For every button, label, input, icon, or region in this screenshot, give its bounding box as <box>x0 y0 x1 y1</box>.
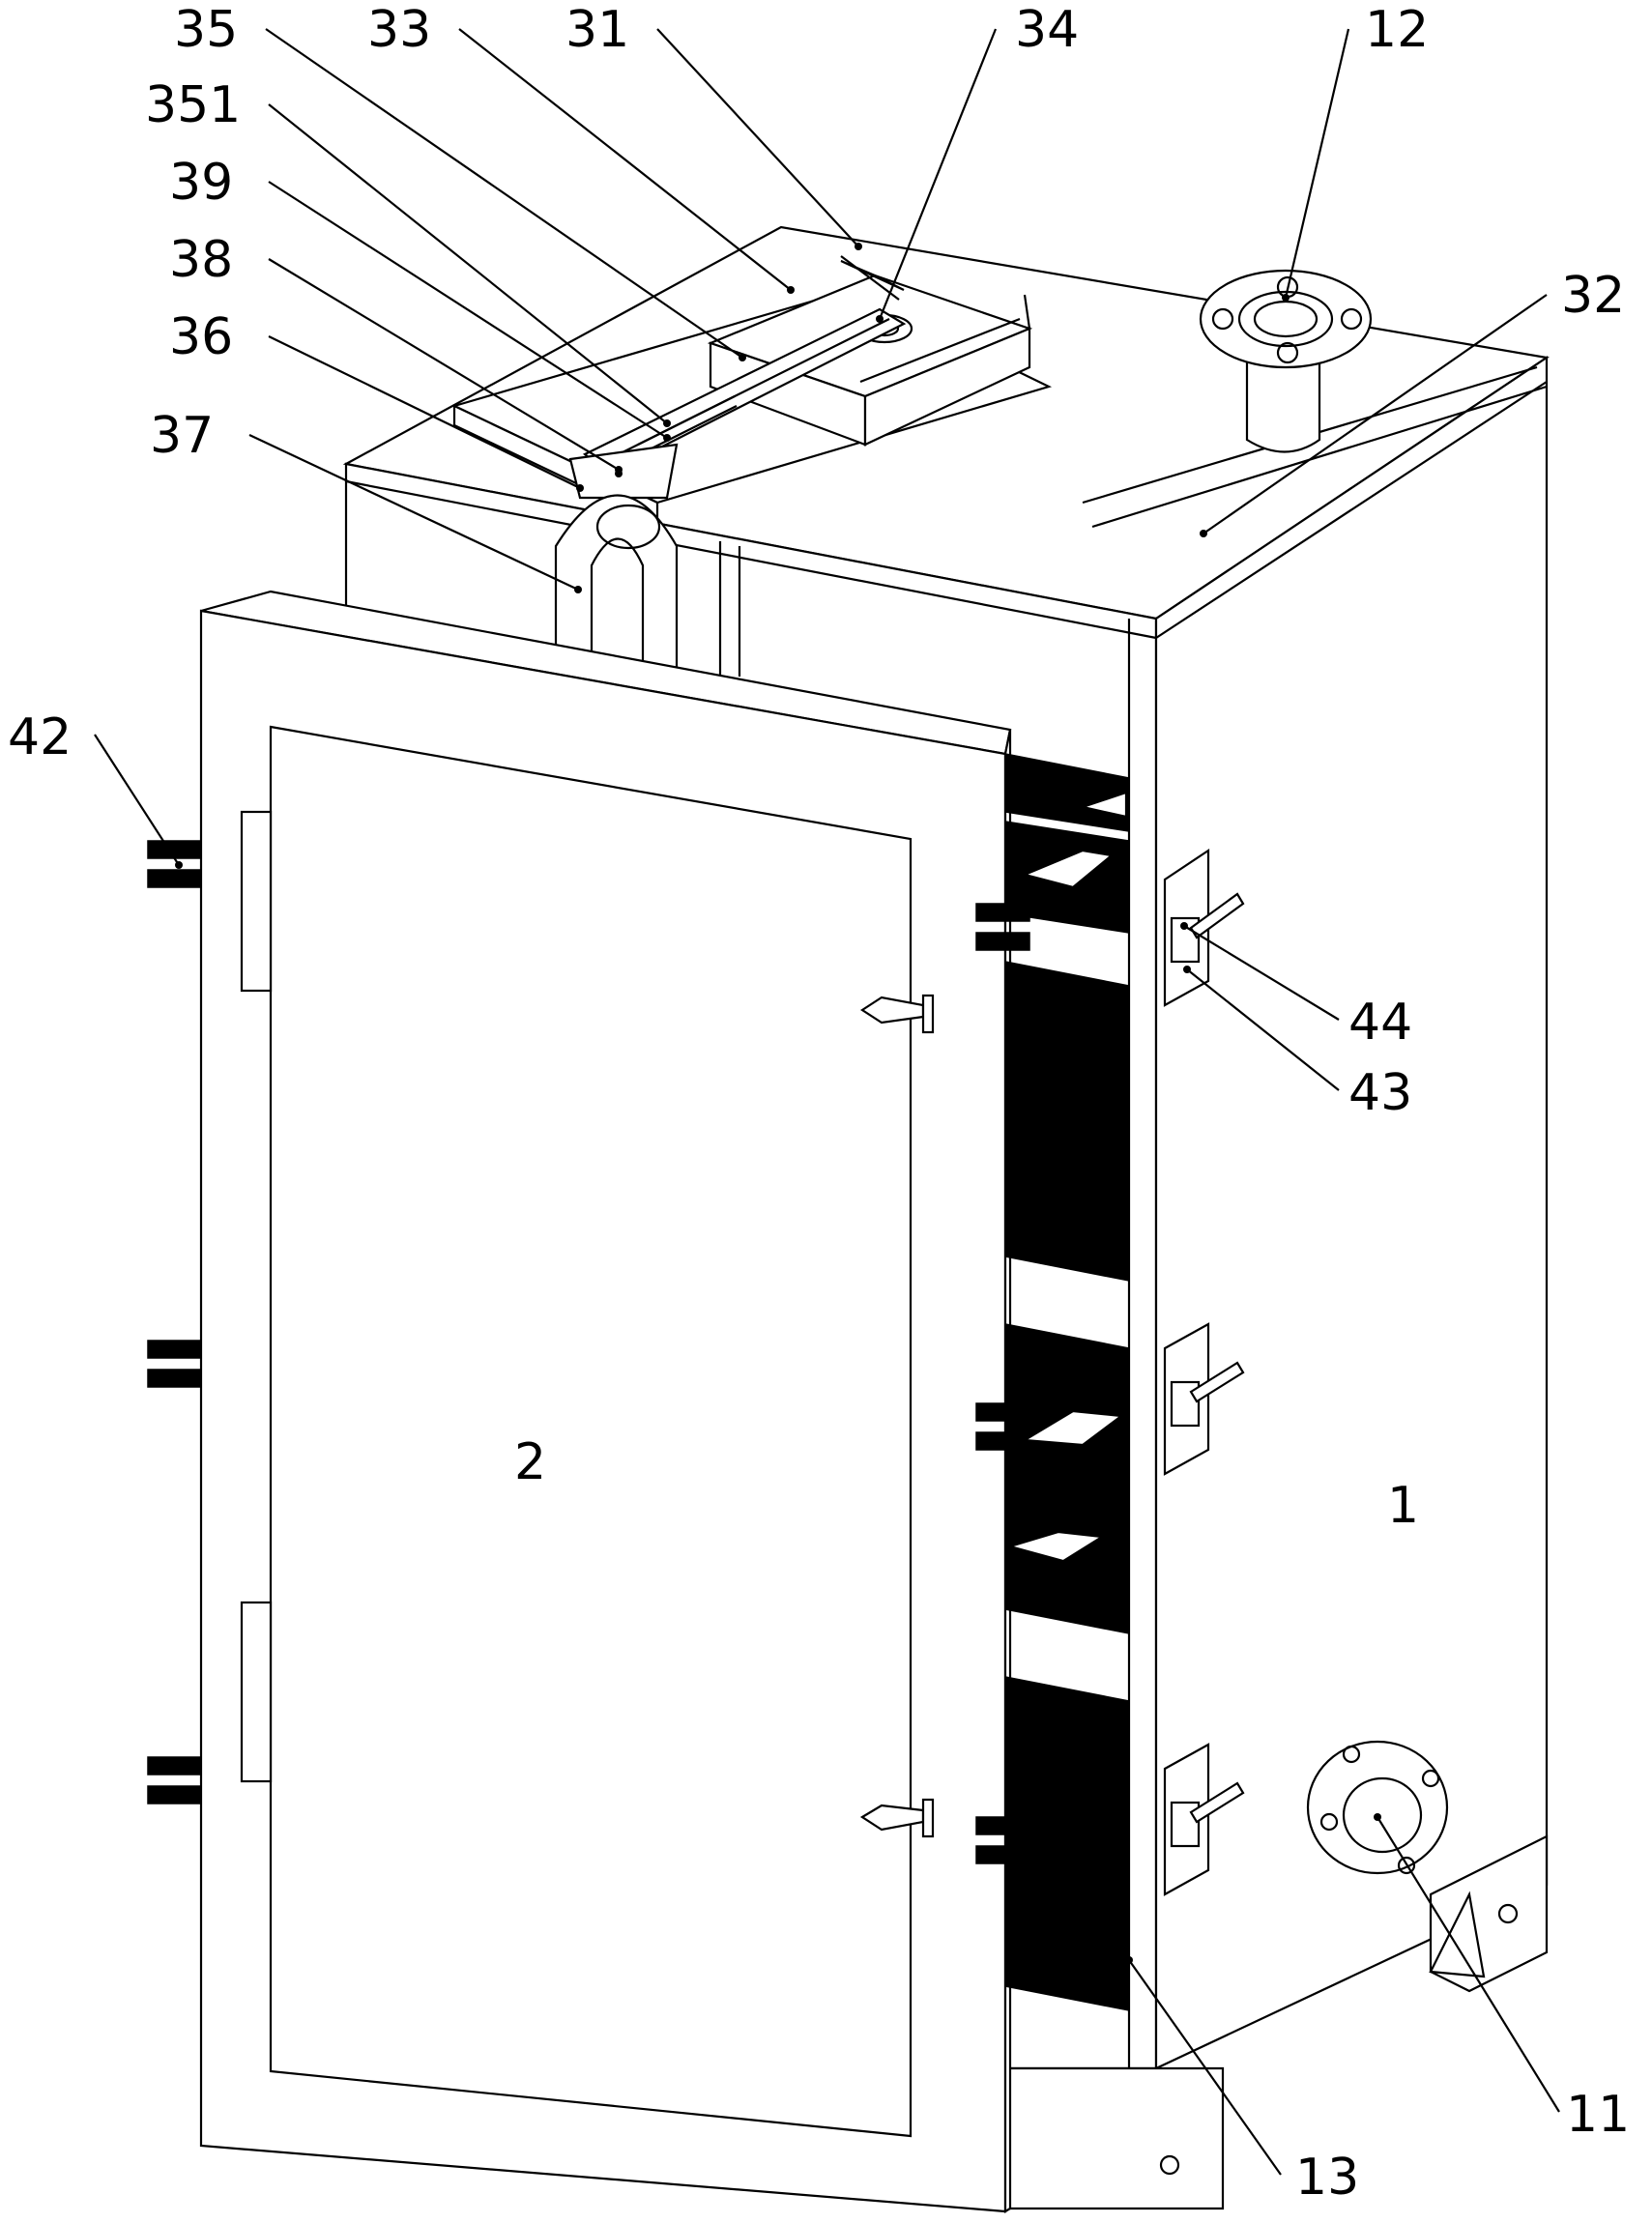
label-38: 38 <box>169 231 233 289</box>
lock-clamp-lower <box>1163 1743 1245 1896</box>
seal-strip <box>1004 753 1130 2011</box>
label-44: 44 <box>1348 994 1412 1052</box>
label-37: 37 <box>150 407 214 465</box>
label-34: 34 <box>1015 1 1079 59</box>
label-35: 35 <box>174 1 238 59</box>
door-latches <box>975 903 1030 1864</box>
label-31: 31 <box>565 1 629 59</box>
label-351: 351 <box>145 76 241 134</box>
flange-bottom <box>1306 1740 1449 1875</box>
label-42: 42 <box>8 708 72 766</box>
left-hinges <box>147 840 202 1804</box>
label-13: 13 <box>1295 2149 1359 2207</box>
flange-top <box>1199 269 1373 453</box>
label-1: 1 <box>1387 1477 1419 1535</box>
label-11: 11 <box>1566 2086 1630 2144</box>
label-36: 36 <box>169 308 233 366</box>
door <box>199 590 1012 2213</box>
label-43: 43 <box>1348 1064 1412 1122</box>
label-33: 33 <box>367 1 431 59</box>
reference-labels: 35 33 31 34 12 351 39 38 32 36 37 42 44 … <box>8 1 1630 2207</box>
door-handle-lower <box>859 1798 935 1838</box>
label-32: 32 <box>1561 267 1625 325</box>
lock-clamp-middle <box>1163 1322 1245 1476</box>
label-2: 2 <box>514 1433 546 1491</box>
label-39: 39 <box>169 154 233 212</box>
label-12: 12 <box>1365 1 1429 59</box>
top-assembly <box>450 255 1053 698</box>
leader-lines <box>94 28 1560 2176</box>
door-handle-upper <box>859 994 935 1034</box>
